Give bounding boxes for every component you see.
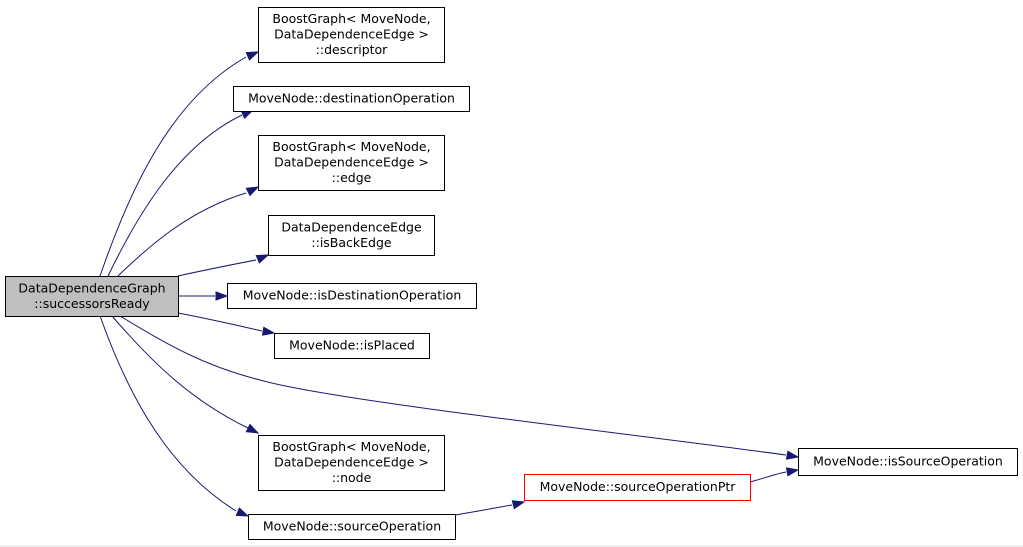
- bottom-scrollbar-track: [0, 545, 1023, 547]
- arrowhead-edge: [245, 186, 260, 197]
- node-root[interactable]: DataDependenceGraph::successorsReady: [5, 276, 179, 317]
- node-label-isBackEdge-line-1: ::isBackEdge: [311, 235, 392, 250]
- node-box-isSourceOperation[interactable]: [798, 448, 1018, 476]
- node-isDestinationOperation[interactable]: MoveNode::isDestinationOperation: [227, 283, 477, 309]
- edge-root-to-destinationOperation: [107, 114, 243, 277]
- edges-layer: [99, 51, 800, 517]
- arrowhead-isBackEdge: [255, 254, 270, 264]
- node-descriptor[interactable]: BoostGraph< MoveNode,DataDependenceEdge …: [258, 7, 445, 63]
- node-box-root[interactable]: [5, 276, 179, 317]
- node-label-descriptor-line-1: DataDependenceEdge >: [274, 27, 429, 42]
- node-sourceOperationPtr[interactable]: MoveNode::sourceOperationPtr: [524, 474, 751, 501]
- node-sourceOperation[interactable]: MoveNode::sourceOperation: [248, 514, 456, 540]
- edge-root-to-node: [111, 315, 249, 429]
- node-label-isDestinationOperation-line-0: MoveNode::isDestinationOperation: [243, 288, 462, 303]
- edge-sourceOperation-to-sourceOperationPtr: [454, 504, 513, 516]
- node-box-node[interactable]: [258, 435, 445, 491]
- arrowhead-isSourceOperation: [785, 450, 800, 460]
- node-label-node-line-1: DataDependenceEdge >: [274, 455, 429, 470]
- node-label-sourceOperation-line-0: MoveNode::sourceOperation: [263, 519, 441, 534]
- node-isSourceOperation[interactable]: MoveNode::isSourceOperation: [798, 448, 1018, 476]
- node-label-sourceOperationPtr-line-0: MoveNode::sourceOperationPtr: [540, 479, 737, 494]
- node-label-destinationOperation-line-0: MoveNode::destinationOperation: [248, 91, 455, 106]
- edge-root-to-isBackEdge: [177, 259, 257, 277]
- node-isPlaced[interactable]: MoveNode::isPlaced: [274, 333, 430, 359]
- node-label-root-line-1: ::successorsReady: [34, 296, 150, 311]
- node-label-edge-line-0: BoostGraph< MoveNode,: [272, 139, 430, 154]
- node-box-descriptor[interactable]: [258, 7, 445, 63]
- node-destinationOperation[interactable]: MoveNode::destinationOperation: [233, 86, 470, 112]
- arrowhead-node: [245, 423, 260, 434]
- node-box-edge[interactable]: [258, 135, 445, 191]
- node-label-isBackEdge-line-0: DataDependenceEdge: [281, 219, 422, 234]
- node-label-edge-line-1: DataDependenceEdge >: [274, 155, 429, 170]
- node-label-descriptor-line-0: BoostGraph< MoveNode,: [272, 11, 430, 26]
- node-label-descriptor-line-2: ::descriptor: [316, 42, 389, 57]
- edge-sourceOperationPtr-to-isSourceOperation: [749, 471, 787, 483]
- arrowhead-sourceOperation: [235, 507, 250, 517]
- node-box-sourceOperationPtr[interactable]: [524, 474, 751, 501]
- node-box-isPlaced[interactable]: [274, 333, 430, 359]
- node-edge[interactable]: BoostGraph< MoveNode,DataDependenceEdge …: [258, 135, 445, 191]
- arrowhead-sourceOperationPtr: [511, 500, 526, 510]
- edge-root-to-isPlaced: [177, 312, 263, 332]
- node-box-isBackEdge[interactable]: [268, 215, 435, 256]
- arrowhead-descriptor: [245, 51, 260, 61]
- node-box-sourceOperation[interactable]: [248, 514, 456, 540]
- node-label-node-line-2: ::node: [332, 470, 372, 485]
- edge-root-to-isSourceOperation: [119, 315, 787, 456]
- node-label-isSourceOperation-line-0: MoveNode::isSourceOperation: [813, 454, 1003, 469]
- arrowhead-isDestinationOperation: [215, 291, 229, 301]
- node-isBackEdge[interactable]: DataDependenceEdge::isBackEdge: [268, 215, 435, 256]
- edge-root-to-descriptor: [99, 56, 247, 277]
- edge-root-to-edge: [117, 192, 247, 277]
- node-box-isDestinationOperation[interactable]: [227, 283, 477, 309]
- arrowhead-isSourceOperation: [785, 467, 800, 477]
- edge-root-to-sourceOperation: [99, 315, 237, 512]
- node-node[interactable]: BoostGraph< MoveNode,DataDependenceEdge …: [258, 435, 445, 491]
- node-box-destinationOperation[interactable]: [233, 86, 470, 112]
- node-label-root-line-0: DataDependenceGraph: [18, 280, 165, 295]
- node-label-edge-line-2: ::edge: [332, 170, 372, 185]
- arrowhead-isPlaced: [261, 326, 276, 336]
- node-label-node-line-0: BoostGraph< MoveNode,: [272, 439, 430, 454]
- node-label-isPlaced-line-0: MoveNode::isPlaced: [289, 338, 415, 353]
- nodes-layer: DataDependenceGraph::successorsReadyBoos…: [5, 7, 1018, 540]
